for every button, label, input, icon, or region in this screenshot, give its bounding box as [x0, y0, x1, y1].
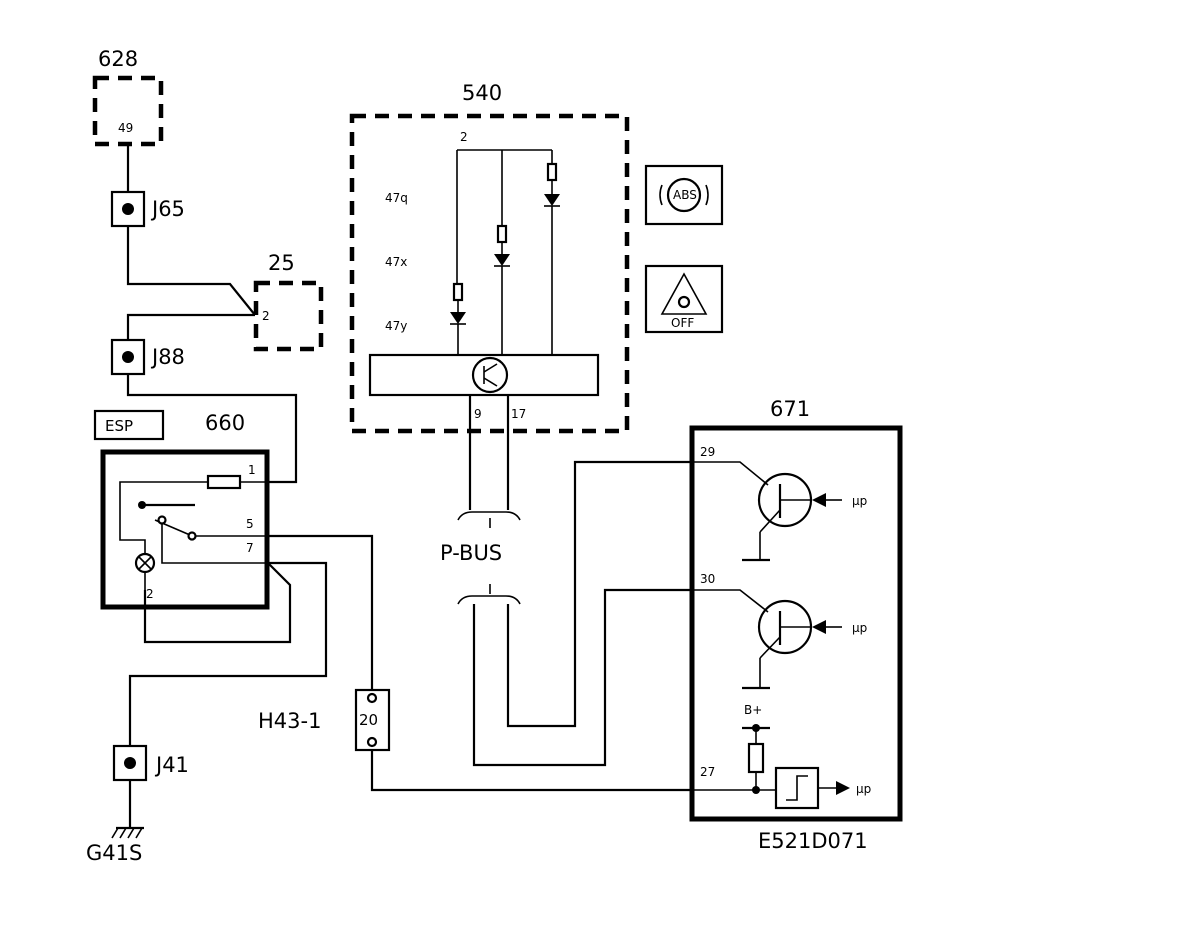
- component-25-pin: 2: [262, 309, 270, 323]
- wire-bus-671-pin30: [472, 588, 692, 767]
- abs-warning-icon: [644, 164, 724, 226]
- junction-j65-label: J65: [150, 197, 185, 221]
- component-671-label: 671: [770, 397, 810, 421]
- bus-label: P-BUS: [440, 541, 502, 565]
- component-540-pin-9: 9: [474, 407, 482, 421]
- wire-660-pin5-h43: [268, 534, 374, 690]
- component-671-pin-30: 30: [700, 572, 715, 586]
- junction-j41: [112, 744, 148, 782]
- component-660-pin-2: 2: [146, 587, 154, 601]
- led-circuits-540: [450, 149, 560, 355]
- esp-off-warning-icon: [644, 264, 724, 334]
- component-540-pin-17: 17: [511, 407, 526, 421]
- transistor-671-2: [692, 589, 842, 690]
- wire-660-pin2: [143, 562, 292, 644]
- wire-j88-660-pin1: [126, 374, 298, 484]
- wire-bus-671-pin29: [506, 460, 692, 728]
- component-25-label: 25: [268, 251, 295, 275]
- wire-25-j88: [126, 313, 255, 340]
- junction-j41-label: J41: [154, 753, 189, 777]
- component-628-pin: 49: [118, 121, 133, 135]
- connector-h43-1-pin: 20: [359, 711, 378, 729]
- component-540-pin-2: 2: [460, 130, 468, 144]
- ground-label: G41S: [86, 841, 142, 865]
- bplus-label: B+: [744, 703, 762, 717]
- wire-j65-25: [126, 226, 256, 316]
- component-660-box: [100, 449, 270, 610]
- component-540-label: 540: [462, 81, 502, 105]
- input-stage-671: [692, 724, 850, 810]
- component-540-box: [349, 113, 630, 434]
- transistor-671-1: [692, 461, 842, 562]
- component-660-pin-1: 1: [248, 463, 256, 477]
- component-671-box: [689, 425, 903, 822]
- switch-660-internals: [119, 474, 268, 590]
- component-660-pin-5: 5: [246, 517, 254, 531]
- component-660-label: 660: [205, 411, 245, 435]
- component-671-pin-27: 27: [700, 765, 715, 779]
- bus-break-marks: [457, 511, 521, 605]
- led-47x-label: 47x: [385, 255, 407, 269]
- junction-j88-label: J88: [150, 345, 185, 369]
- mp-label-3: μp: [856, 782, 871, 796]
- component-25-box: [253, 280, 324, 352]
- component-671-pin-29: 29: [700, 445, 715, 459]
- abs-icon-text: ABS: [673, 188, 697, 202]
- component-628-label: 628: [98, 47, 138, 71]
- wire-h43-671-pin27: [370, 750, 692, 792]
- mp-label-1: μp: [852, 494, 867, 508]
- transistor-540: [471, 356, 509, 394]
- led-47q-label: 47q: [385, 191, 408, 205]
- esp-label-box: [93, 409, 165, 441]
- ground-symbol: [111, 826, 144, 839]
- mp-label-2: μp: [852, 621, 867, 635]
- wire-660-pin7-j41: [128, 561, 328, 746]
- component-660-pin-7: 7: [246, 541, 254, 555]
- diagram-id: E521D071: [758, 829, 868, 853]
- junction-j88: [110, 338, 146, 376]
- esp-off-icon-text: OFF: [671, 316, 694, 330]
- led-47y-label: 47y: [385, 319, 407, 333]
- connector-h43-1-label: H43-1: [258, 709, 321, 733]
- esp-label: ESP: [105, 417, 133, 435]
- junction-j65: [110, 190, 146, 228]
